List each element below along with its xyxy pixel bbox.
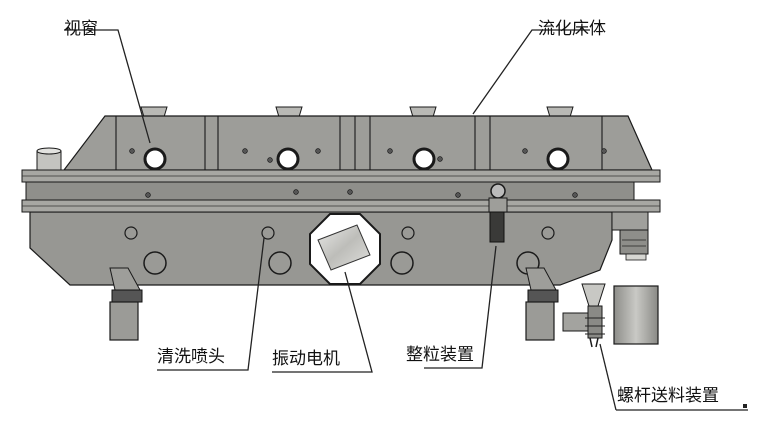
- right-support: [525, 267, 559, 341]
- bolts: [129, 148, 607, 198]
- side-ports: [124, 226, 555, 275]
- flange-band: [21, 169, 661, 213]
- label-sight-window: 视窗: [64, 19, 98, 39]
- hood-ribs: [115, 116, 603, 170]
- label-vibration-motor: 振动电机: [272, 349, 340, 369]
- screw-feeder: [562, 283, 659, 348]
- label-granulating-device: 整粒装置: [406, 345, 474, 365]
- sight-windows: [143, 147, 570, 171]
- label-cleaning-nozzle: 清洗喷头: [157, 347, 225, 367]
- label-fluid-bed-body: 流化床体: [538, 19, 606, 39]
- granulator-unit: [488, 183, 508, 243]
- label-screw-feeder: 螺杆送料装置: [617, 386, 719, 406]
- inlet-pipe: [36, 147, 62, 171]
- vibration-motor: [309, 213, 381, 285]
- leader-lines: [64, 29, 748, 411]
- discharge-outlet: [611, 211, 649, 261]
- left-support: [109, 267, 143, 341]
- end-mark: [743, 404, 747, 408]
